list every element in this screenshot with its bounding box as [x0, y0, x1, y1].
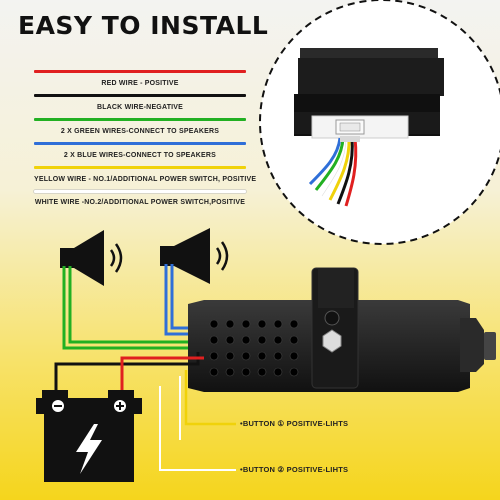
legend-red-line	[34, 70, 246, 73]
legend-white-label: WHITE WIRE -NO.2/ADDITIONAL POWER SWITCH…	[34, 199, 246, 206]
legend-red-label: RED WIRE - POSITIVE	[101, 80, 179, 87]
button2-label: •BUTTON ② POSITIVE-LIHTS	[240, 465, 349, 474]
battery-wires	[54, 352, 204, 392]
connector-zoom-circle	[259, 0, 500, 245]
legend-green-line	[34, 118, 246, 121]
page-title: EASY TO INSTALL	[18, 11, 269, 40]
lightning-icon	[76, 424, 102, 474]
speaker-right-icon	[160, 228, 229, 284]
legend-white-line	[34, 190, 246, 193]
button-wires	[159, 370, 236, 471]
vent-holes	[209, 319, 299, 377]
legend-yellow-line	[34, 166, 246, 169]
legend-black-line	[34, 94, 246, 97]
button1-label: •BUTTON ① POSITIVE-LIHTS	[240, 419, 349, 428]
legend-blue-label: 2 X BLUE WIRES-CONNECT TO SPEAKERS	[63, 152, 217, 159]
legend-blue-line	[34, 142, 246, 145]
control-box	[188, 267, 496, 392]
speaker-left-icon	[60, 230, 123, 286]
green-wires	[62, 266, 200, 350]
legend-green-label: 2 X GREEN WIRES-CONNECT TO SPEAKERS	[60, 128, 220, 135]
legend-yellow-label: YELLOW WIRE - NO.1/ADDITIONAL POWER SWIT…	[34, 176, 257, 183]
battery-icon	[36, 390, 142, 482]
legend-black-label: BLACK WIRE-NEGATIVE	[96, 104, 184, 111]
